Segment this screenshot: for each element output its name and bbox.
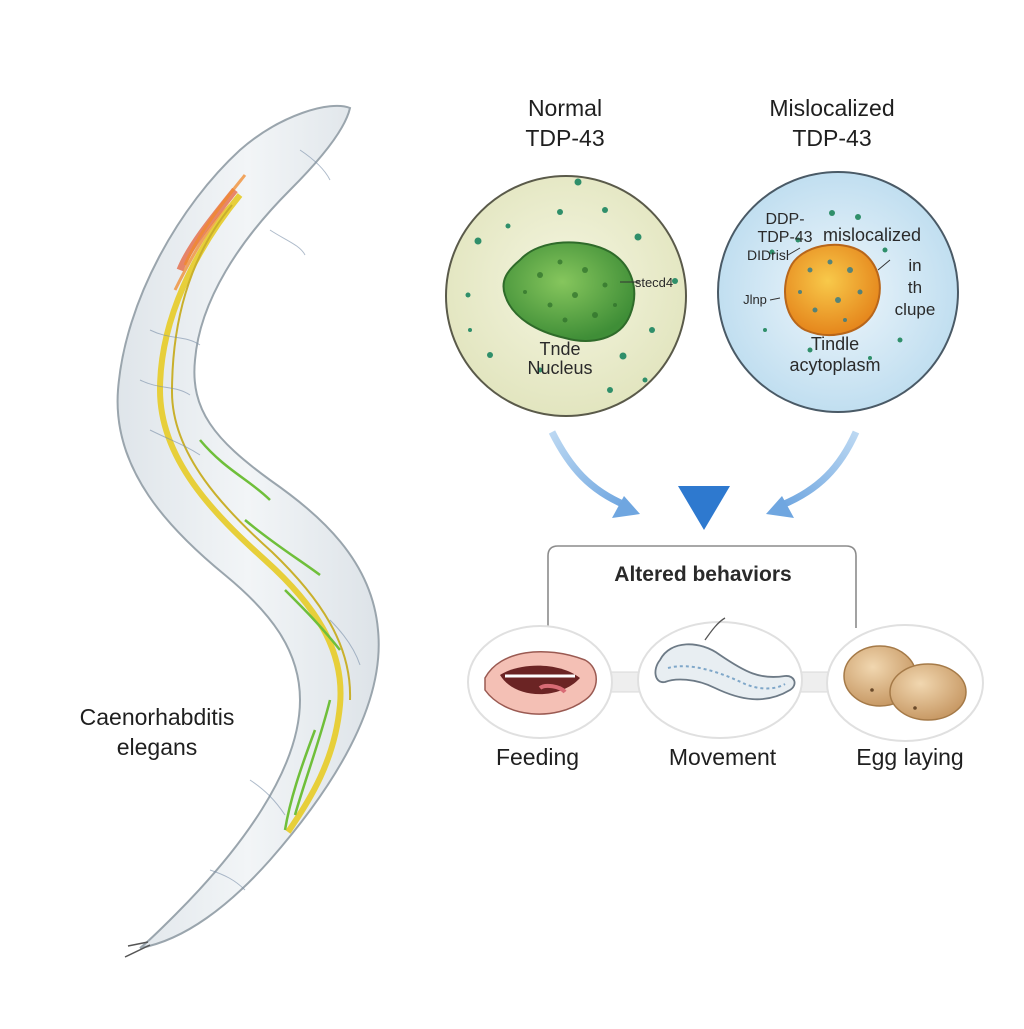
mislocalized-pointers	[769, 247, 891, 301]
green-neurons	[199, 439, 341, 831]
mouth-icon	[467, 625, 613, 739]
arrow-left	[548, 430, 627, 509]
mislocalized-nucleus	[784, 243, 881, 336]
mislocalized-cell	[717, 171, 959, 413]
mis-right-line1: mislocalized	[822, 225, 922, 245]
mis-left-line4: Jlnp	[743, 292, 767, 307]
normal-title-line2: TDP-43	[525, 125, 605, 151]
behaviors-header: Altered behaviors	[614, 563, 792, 586]
mislocalized-title-line2: TDP-43	[792, 125, 872, 151]
behaviors-bracket	[547, 545, 857, 628]
mis-right-line3: th	[907, 278, 923, 297]
behavior-label-egg-laying: Egg laying	[856, 744, 964, 770]
mis-bottom-line2: acytoplasm	[789, 355, 881, 375]
mis-bottom-line1: Tindle	[810, 334, 860, 354]
arrow-right-head	[766, 496, 794, 518]
normal-title-line1: Normal	[527, 95, 603, 121]
worm-body	[116, 104, 380, 949]
normal-inner-line1: Tnde	[539, 339, 581, 359]
nucleus-granules	[523, 259, 617, 323]
mis-right-line4: clupe	[894, 300, 936, 319]
eggs-icon	[826, 624, 984, 742]
mis-left-line2: TDP-43	[757, 229, 813, 246]
mislocalized-dots	[763, 210, 903, 360]
organism-name-line1: Caenorhabditis	[79, 704, 235, 730]
worm-illustration	[116, 104, 380, 958]
normal-cell	[445, 175, 687, 417]
arrow-right	[780, 430, 860, 509]
tail-tip	[124, 941, 151, 958]
behavior-label-movement: Movement	[668, 744, 777, 770]
organism-name-line2: elegans	[116, 734, 198, 760]
nerve-cord	[156, 193, 344, 834]
cytoplasm-dots	[465, 178, 678, 393]
mis-left-line3: DIDrisl	[747, 247, 789, 263]
behavior-label-feeding: Feeding	[495, 744, 580, 770]
mis-right-line2: in	[908, 256, 922, 275]
arrows	[548, 405, 860, 530]
mis-left-line1: DDP-	[765, 211, 805, 228]
worm-icon	[637, 617, 803, 739]
body-fibers	[139, 149, 361, 891]
normal-pointer-label: stecd4	[634, 275, 674, 290]
arrow-center-head	[678, 486, 730, 530]
arrow-left-head	[612, 496, 640, 518]
normal-inner-line2: Nucleus	[527, 358, 593, 378]
mislocalized-title-line1: Mislocalized	[769, 95, 895, 121]
normal-nucleus	[502, 241, 636, 342]
nerve-cord-2	[170, 204, 352, 701]
mislocalized-granules	[798, 259, 863, 322]
